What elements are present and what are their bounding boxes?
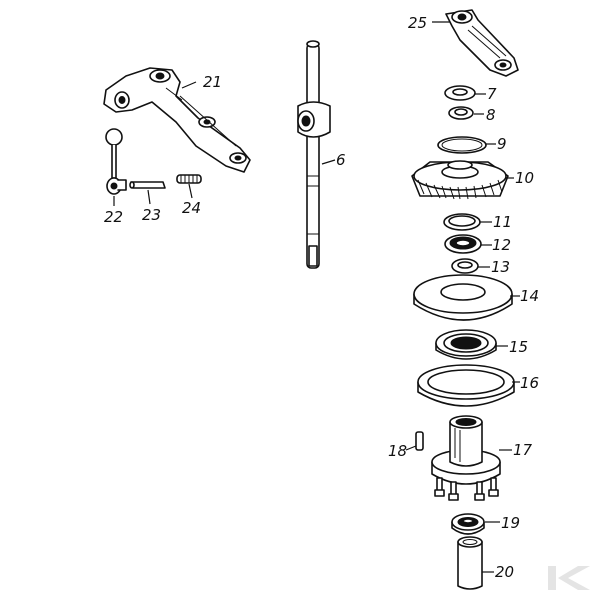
- part-6-shaft: [297, 40, 331, 269]
- part-7-ring: [444, 85, 476, 101]
- callout-13: 13: [491, 258, 510, 276]
- part-9-circlip: [437, 136, 487, 154]
- callout-10: 10: [515, 169, 534, 187]
- part-13-ring: [451, 258, 479, 274]
- callout-22: 22: [104, 208, 123, 226]
- callout-6: 6: [336, 151, 346, 169]
- part-14-thrust-plate: [413, 274, 513, 321]
- callout-21: 21: [203, 73, 222, 91]
- watermark-logo: [548, 566, 590, 590]
- part-12-bearing: [444, 234, 482, 254]
- callout-23: 23: [142, 206, 161, 224]
- callout-8: 8: [486, 106, 496, 124]
- callout-25: 25: [408, 14, 427, 32]
- callout-15: 15: [509, 338, 528, 356]
- part-19-lower-bearing: [451, 513, 485, 535]
- callout-14: 14: [520, 287, 539, 305]
- part-10-bevel-gear: [411, 160, 509, 200]
- part-18-key: [415, 431, 424, 451]
- part-15-large-bearing: [435, 329, 497, 360]
- callout-19: 19: [501, 514, 520, 532]
- callout-24: 24: [182, 199, 201, 217]
- callout-9: 9: [497, 135, 507, 153]
- part-16-large-ring: [417, 364, 515, 407]
- flange-bolts: [434, 477, 499, 501]
- callout-7: 7: [487, 85, 497, 103]
- part-24-spring: [176, 174, 202, 184]
- part-20-sleeve: [457, 536, 483, 590]
- callout-17: 17: [513, 441, 533, 459]
- part-17-flange-housing: [431, 415, 501, 485]
- callout-labels: 25 7 8 21 9 6 10 11 12 13 22 23 24 14 15…: [104, 14, 539, 581]
- callout-11: 11: [493, 213, 512, 231]
- part-23-pin: [129, 181, 166, 189]
- callout-12: 12: [492, 236, 511, 254]
- part-25-arm-bracket: [445, 9, 519, 77]
- part-8-washer: [448, 106, 474, 120]
- callout-16: 16: [520, 374, 539, 392]
- callout-20: 20: [495, 563, 514, 581]
- part-11-seal-ring: [443, 213, 481, 231]
- part-22-lever: [105, 128, 127, 195]
- part-21-control-bracket: [103, 67, 251, 173]
- callout-18: 18: [388, 442, 407, 460]
- leader-lines: [113, 21, 520, 573]
